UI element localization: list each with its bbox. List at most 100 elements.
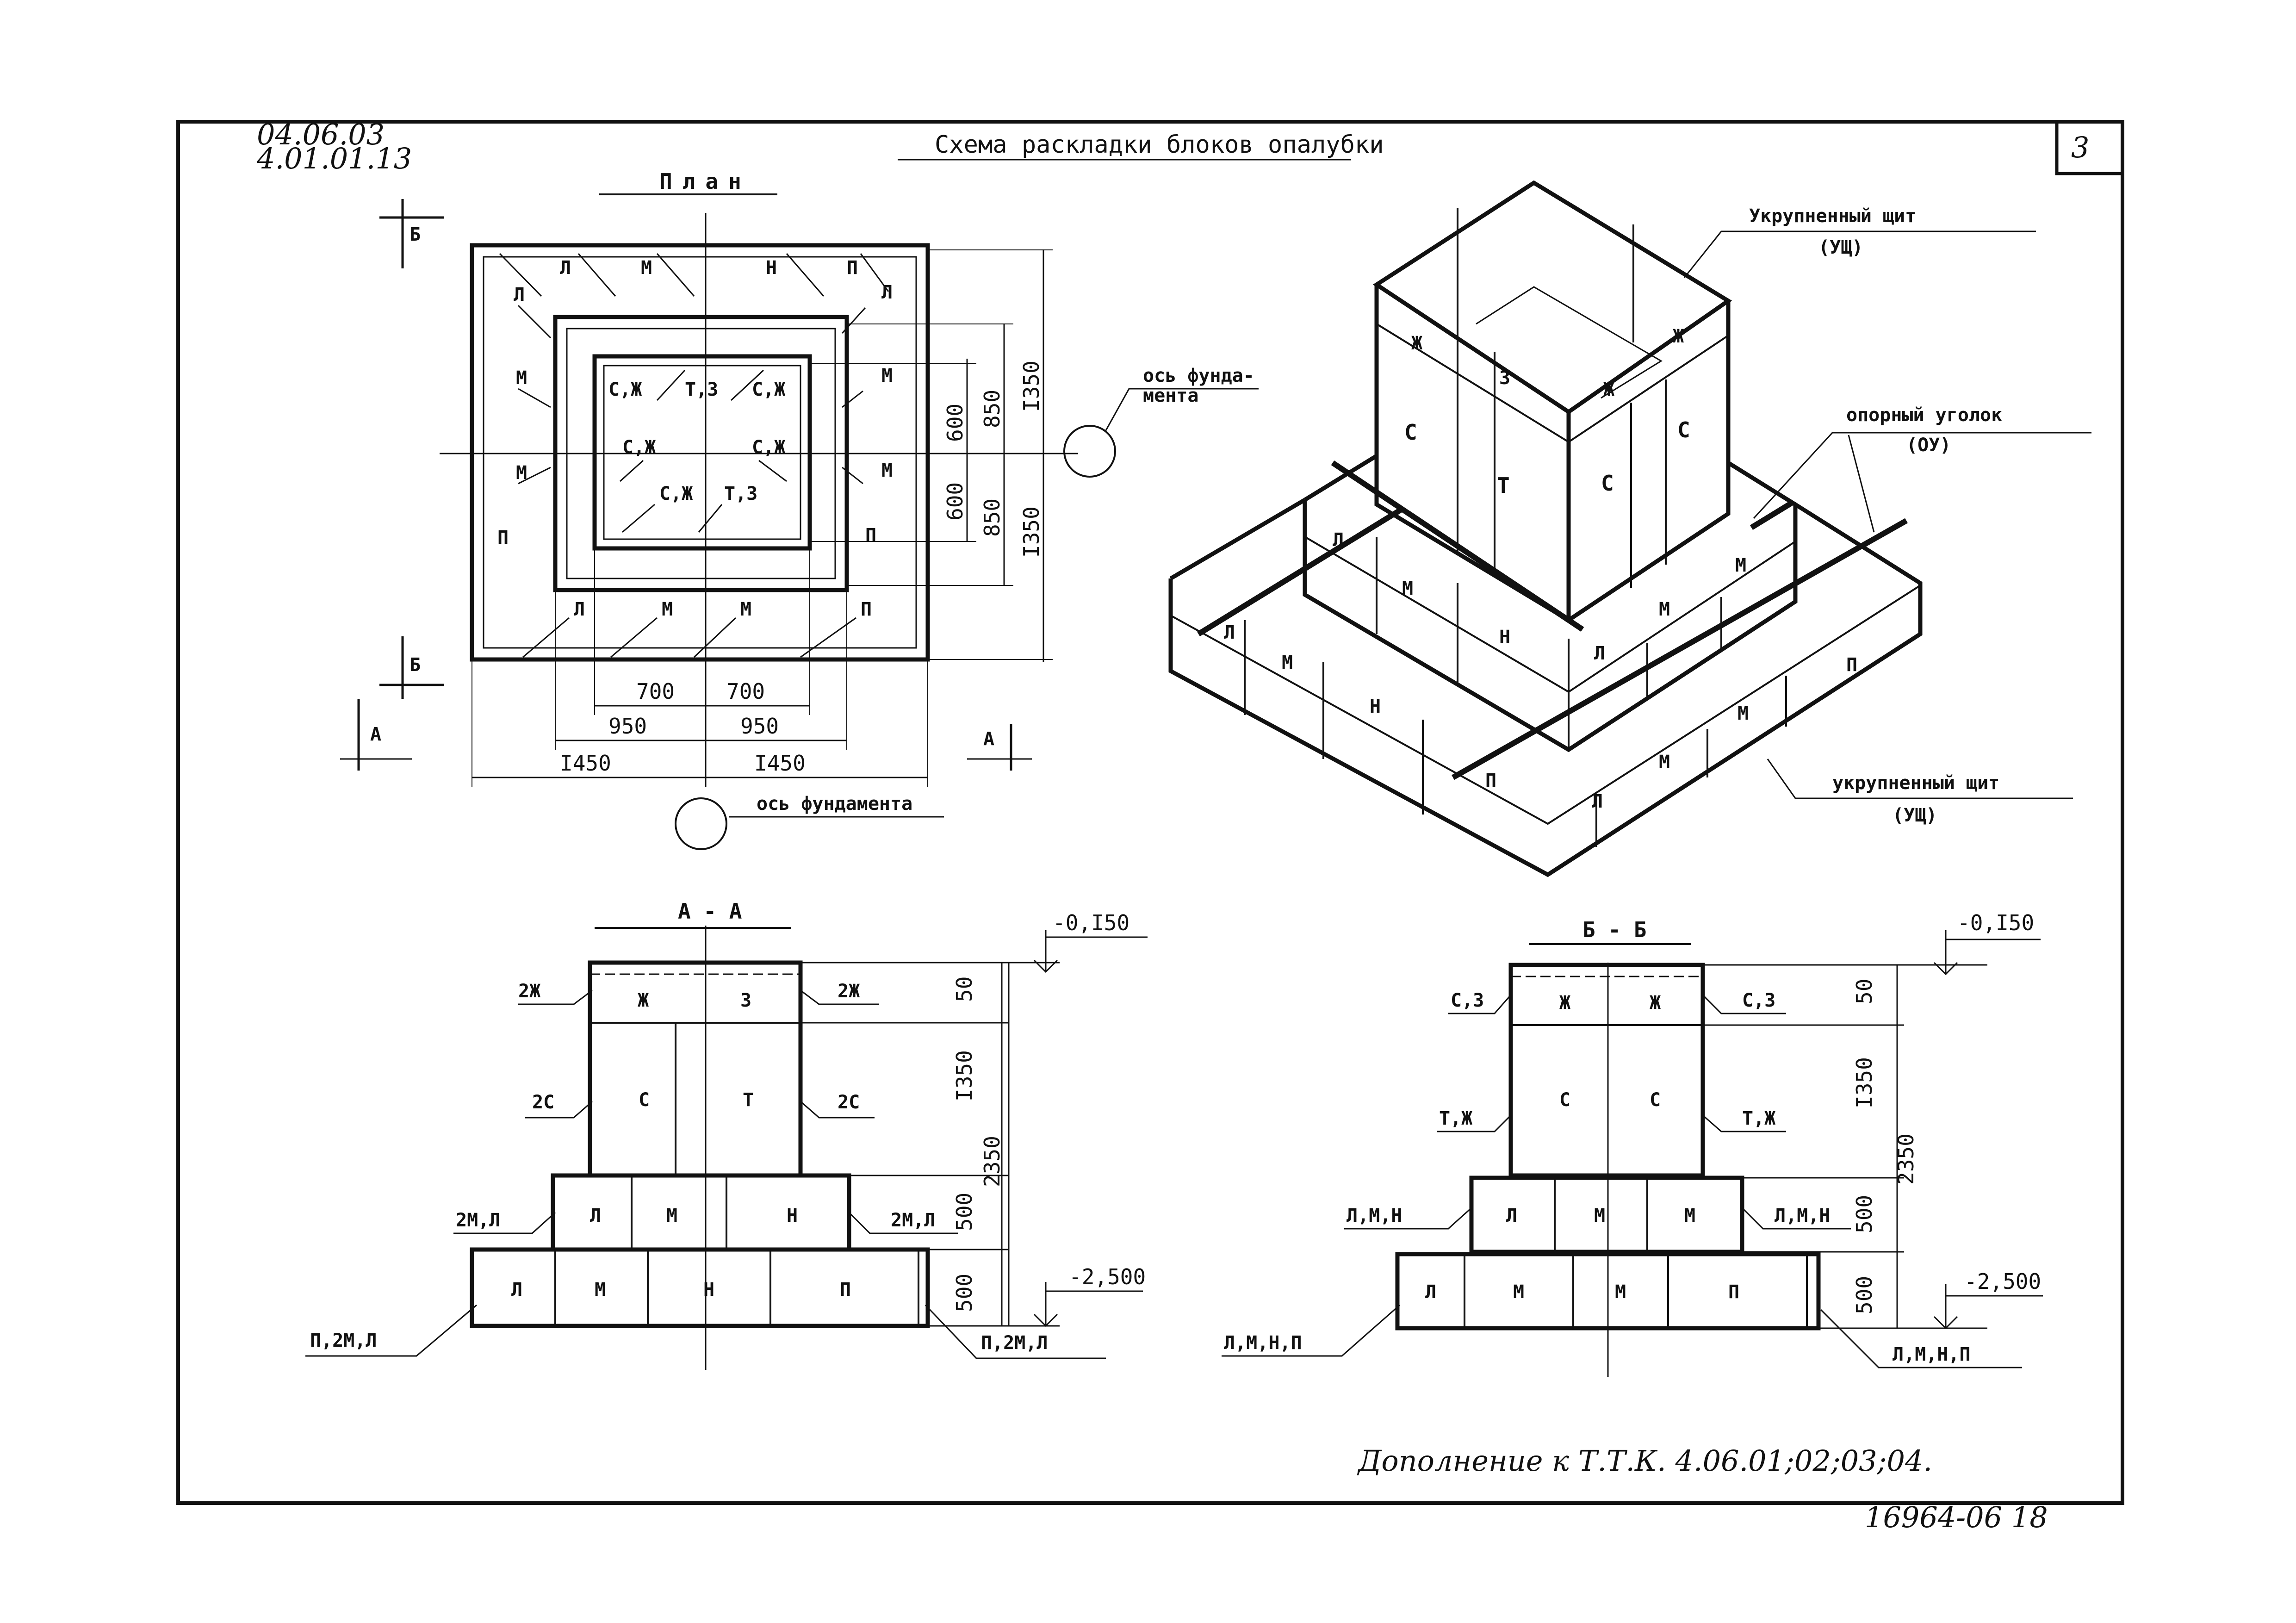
iso-callout-bottom: укрупненный щит bbox=[1832, 772, 1999, 794]
section-bb-column bbox=[1508, 963, 1705, 1178]
axis-circle-right bbox=[1063, 425, 1116, 478]
plan-outer-bottom-label: П bbox=[861, 599, 872, 620]
section-aa: А - А Ж З С Т Л М Н Л М Н П 2Ж 2С 2М,Л П… bbox=[305, 899, 1148, 1370]
dim-mid-top: 850 bbox=[980, 390, 1005, 428]
plan-outer-right-label: М bbox=[881, 365, 893, 386]
section-aa-cell: Т bbox=[743, 1089, 754, 1111]
plan-view: План Л М Н П Л М М П Л М М П Л М М П bbox=[340, 169, 1259, 850]
iso-base-label: Л bbox=[1224, 622, 1235, 643]
section-bb-cell: С bbox=[1650, 1089, 1661, 1111]
section-bb-step bbox=[1469, 1175, 1744, 1254]
plan-outer-bottom-label: М bbox=[740, 599, 751, 620]
dim-inner-top: 600 bbox=[943, 404, 968, 442]
section-bb-dim: 500 bbox=[1852, 1276, 1877, 1314]
dim-outer-bottom: I350 bbox=[1019, 506, 1044, 558]
axis-label-right-line1: ось фунда- bbox=[1143, 365, 1254, 386]
section-bb-right-callout: Л,М,Н,П bbox=[1893, 1344, 1971, 1365]
plan-inner-label: С,Ж bbox=[752, 437, 785, 458]
plan-inner-label: Т,З bbox=[724, 483, 757, 504]
section-bb-cell: Ж bbox=[1559, 992, 1570, 1014]
iso-base-label: Н bbox=[1370, 696, 1381, 717]
iso-step-label: М bbox=[1402, 578, 1413, 599]
section-aa-left-callout: 2С bbox=[532, 1092, 554, 1113]
dim-950-left: 950 bbox=[608, 714, 647, 739]
section-bb-left-callout: Т,Ж bbox=[1439, 1108, 1472, 1129]
section-aa-dim: 500 bbox=[952, 1274, 977, 1312]
dim-mid-bottom: 850 bbox=[980, 498, 1005, 537]
plan-outer-left-label: Л bbox=[514, 284, 525, 305]
sheet-title: Схема раскладки блоков опалубки bbox=[935, 131, 1384, 159]
section-aa-cell: П bbox=[840, 1279, 851, 1300]
plan-outer-right-label: М bbox=[881, 460, 893, 481]
plan-inner-label: С,Ж bbox=[622, 437, 656, 458]
iso-column-label: С bbox=[1677, 417, 1690, 442]
section-bb: Б - Б Ж Ж С С Л М М Л М М П С,З Т,Ж Л,М,… bbox=[1222, 910, 2043, 1377]
section-aa-dim: I350 bbox=[952, 1050, 977, 1101]
section-mark-a-left: А bbox=[340, 699, 412, 771]
drawing-frame bbox=[176, 120, 2124, 1505]
section-bb-dim: 500 bbox=[1852, 1195, 1877, 1233]
section-bb-dim: 50 bbox=[1852, 979, 1877, 1004]
section-aa-dim-total: 2350 bbox=[980, 1136, 1005, 1187]
iso-column-left-face bbox=[1374, 285, 1571, 624]
section-aa-cell: С bbox=[639, 1089, 650, 1111]
axis-label-bottom: ось фундамента bbox=[757, 793, 912, 815]
section-aa-cell: З bbox=[740, 990, 751, 1011]
plan-outer-left-label: П bbox=[497, 527, 509, 548]
section-aa-cell: Л bbox=[590, 1205, 601, 1226]
section-aa-right-callout: 2М,Л bbox=[891, 1210, 935, 1231]
plan-outer-right-label: П bbox=[865, 525, 876, 546]
svg-text:А: А bbox=[370, 724, 381, 745]
section-bb-right-callout: Л,М,Н bbox=[1775, 1205, 1830, 1226]
section-bb-dim-total: 2350 bbox=[1893, 1133, 1918, 1185]
isometric-view: Ж З Ж Ж С Т С С Л М Н Л М М Л М Н П Л М … bbox=[1168, 180, 2091, 877]
iso-column-right-face bbox=[1567, 301, 1731, 622]
section-aa-right-callout: 2Ж bbox=[838, 981, 860, 1002]
dim-1450-right: I450 bbox=[754, 751, 806, 776]
iso-step-label: М bbox=[1735, 555, 1746, 576]
iso-callout-bottom-abbr: (УЩ) bbox=[1893, 805, 1937, 826]
plan-outer-top-label: Л bbox=[560, 257, 571, 279]
svg-text:А: А bbox=[983, 728, 994, 750]
axis-circle-bottom bbox=[675, 797, 727, 850]
section-mark-b-bottom: Б bbox=[379, 636, 444, 699]
sheet-footer: Дополнение к Т.Т.К. 4.06.01;02;03;04. 16… bbox=[1357, 1444, 2048, 1534]
iso-base-label: М bbox=[1659, 752, 1670, 773]
section-aa-title: А - А bbox=[678, 899, 742, 924]
section-mark-a-right: А bbox=[967, 724, 1032, 771]
iso-column-label: Ж bbox=[1603, 379, 1614, 400]
section-aa-cell: Ж bbox=[638, 990, 649, 1011]
doc-code: 16964-06 18 bbox=[1865, 1500, 2048, 1534]
section-mark-b-top: Б bbox=[379, 199, 444, 268]
section-aa-cell: Л bbox=[511, 1279, 522, 1300]
plan-outer-left-label: М bbox=[516, 367, 527, 389]
section-aa-elev-bottom: -2,500 bbox=[1069, 1264, 1146, 1289]
section-aa-dim: 50 bbox=[952, 976, 977, 1002]
section-bb-cell: Л bbox=[1425, 1281, 1436, 1303]
iso-base-label: М bbox=[1282, 652, 1293, 673]
sheet-number: 3 bbox=[2071, 131, 2089, 164]
section-bb-cell: Ж bbox=[1650, 992, 1661, 1014]
plan-inner-label: С,Ж bbox=[608, 379, 642, 400]
section-bb-base bbox=[1395, 1252, 1821, 1331]
plan-inner-label: Т,З bbox=[685, 379, 718, 400]
dim-outer-top: I350 bbox=[1019, 361, 1044, 412]
section-aa-cell: М bbox=[595, 1279, 606, 1300]
iso-step-label: Л bbox=[1594, 643, 1605, 664]
section-aa-cell: Н bbox=[703, 1279, 714, 1300]
iso-callout-mid: опорный уголок bbox=[1846, 404, 2002, 426]
plan-inner-frame bbox=[592, 354, 812, 551]
section-aa-base bbox=[470, 1247, 930, 1328]
iso-base-ring bbox=[1168, 498, 1923, 877]
section-bb-cell: П bbox=[1728, 1281, 1739, 1303]
iso-column-label: С bbox=[1404, 420, 1417, 445]
svg-text:Б: Б bbox=[410, 654, 421, 676]
iso-column-label: З bbox=[1499, 367, 1510, 389]
iso-step-ring bbox=[1303, 454, 1798, 752]
iso-callout-top: Укрупненный щит bbox=[1749, 205, 1916, 227]
iso-callout-top-abbr: (УЩ) bbox=[1818, 237, 1863, 258]
plan-outer-top-label: Н bbox=[766, 257, 777, 279]
plan-outer-top-label: М bbox=[641, 257, 652, 279]
section-aa-left-callout: П,2М,Л bbox=[310, 1330, 377, 1351]
